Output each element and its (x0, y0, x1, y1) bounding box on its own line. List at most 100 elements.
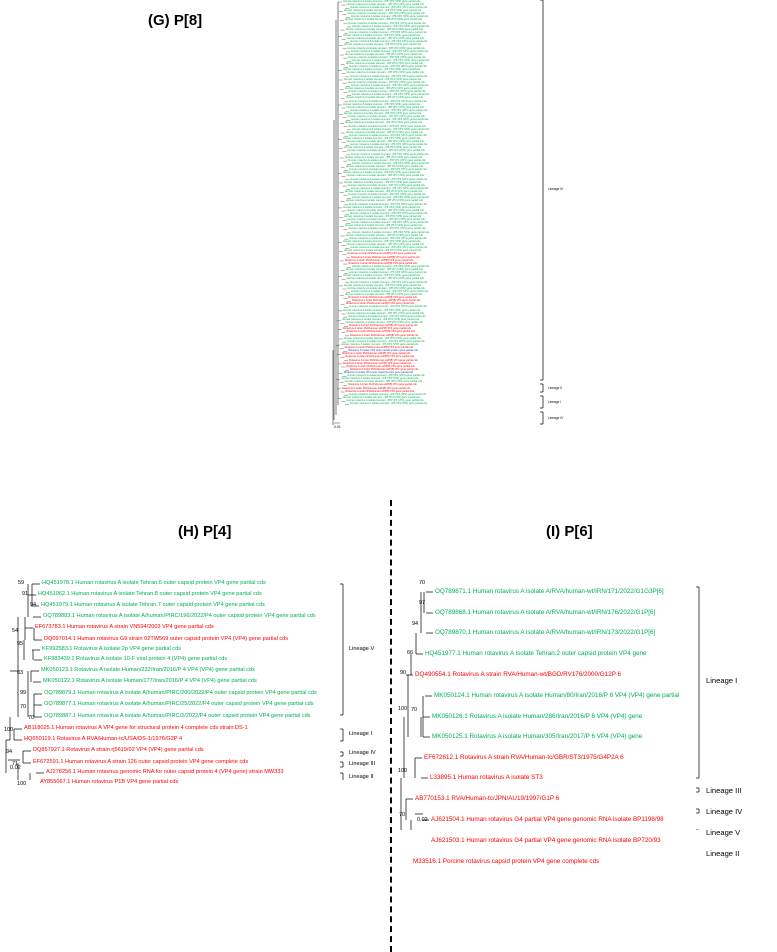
tip-label: Human rotavirus A isolate Human/.../P8 V… (342, 395, 421, 399)
tip-label: Rotavirus A isolate VP4 outer capsid pro… (348, 349, 418, 353)
tip-label: AJ621504.1 Human rotavirus G4 partial VP… (431, 815, 664, 823)
tip-label: AB770153.1 RVA/Human-tc/JPN/AU19/1997/G1… (415, 794, 560, 802)
tip-label: Human rotavirus A isolate Human/.../P8 V… (343, 68, 421, 72)
tip-label: Human rotavirus A isolate Human/.../P8 V… (344, 292, 423, 296)
bootstrap-value: 59 (18, 580, 25, 586)
lineage-label: Lineage I (706, 676, 738, 685)
tip-label: Human rotavirus A isolate Human/.../P8 V… (344, 18, 423, 22)
panel-g-tree: Human rotavirus A isolate Human/.../P8 V… (330, 0, 580, 430)
bootstrap-value: 100 (398, 768, 408, 774)
tip-label: Human rotavirus A isolate Human/.../P8 V… (344, 380, 422, 384)
tip-label: Human rotavirus A isolate Human/.../P8 V… (351, 152, 429, 156)
tip-label: Human rotavirus A isolate Human/.../P8 V… (345, 268, 423, 272)
tip-label: Human rotavirus A isolate Human/.../P8 V… (346, 105, 424, 109)
tip-label: Human rotavirus A isolate Human/.../P8 V… (347, 115, 425, 119)
tip-label: Human rotavirus A isolate Human/.../P8 V… (346, 140, 424, 144)
bootstrap-value: 83 (17, 670, 24, 676)
tip-label: Human rotavirus A isolate Human/.../P8 V… (344, 52, 423, 56)
tip-label: Human rotavirus A isolate Human/.../P8 V… (350, 402, 428, 406)
tip-label: Human rotavirus A isolate Human/.../P8 V… (351, 289, 429, 293)
tip-label: Human rotavirus A isolate Human/.../P8 V… (346, 243, 424, 247)
tip-label: Human rotavirus A isolate Human/.../P8 V… (350, 211, 428, 215)
tip-label: Human rotavirus A isolate Human/.../P8 V… (343, 214, 422, 218)
tip-label: M33516.1 Porcine rotavirus capsid protei… (413, 857, 600, 865)
tip-label: Human rotavirus A isolate Human/.../P8 V… (351, 15, 429, 19)
tip-label: Human rotavirus A isolate Human/.../P8 V… (343, 336, 421, 340)
lineage-label: Lineage II (706, 849, 740, 858)
tip-label: Human rotavirus A isolate Human/.../P8 V… (347, 339, 425, 343)
tip-label: Human rotavirus A isolate Human/.../P8 V… (348, 55, 426, 59)
panel-g-title: (G) P[8] (148, 12, 203, 29)
panel-divider (390, 500, 392, 952)
tip-label: Rotavirus A strain RVA/Human-wt/P[8] VP4… (350, 333, 419, 337)
tip-label: Human rotavirus A isolate Human/.../P8 V… (349, 392, 427, 396)
lineage-label: Lineage IV (349, 750, 376, 756)
tip-label: Human rotavirus A isolate Human/.../P8 V… (352, 24, 430, 28)
tip-label: Rotavirus A strain RVA/Human-wt/P[8] VP4… (346, 364, 415, 368)
tip-label: MK050126.1 Rotavirus A isolate Human/286… (432, 712, 643, 720)
panel-i-tree: OQ789871.1 Human rotavirus A isolate A/R… (393, 580, 777, 864)
tip-label: Human rotavirus A isolate Human/.../P8 V… (349, 236, 427, 240)
tip-label: Human rotavirus A isolate Human/.../P8 V… (350, 280, 428, 284)
tip-label: OQ789868.1 Human rotavirus A isolate A/R… (435, 608, 656, 616)
tip-label: Rotavirus A strain RVA/Human-wt/P[8] VP4… (352, 299, 421, 303)
tip-label: Human rotavirus A isolate Human/.../P8 V… (343, 34, 421, 38)
tip-label: HQ451977.1 Human rotavirus A isolate Teh… (425, 649, 647, 657)
tip-label: Human rotavirus A isolate Human/.../P8 V… (348, 90, 426, 94)
tip-label: L33895.1 Human rotavirus A isolate ST3 (430, 773, 543, 781)
tip-label: Rotavirus A strain RVA/Human-wt/P[8] VP4… (348, 261, 417, 265)
tip-label: Human rotavirus A isolate Human/.../P8 V… (345, 27, 423, 31)
tip-label: Human rotavirus A isolate Human/.../P8 V… (350, 143, 428, 147)
tip-label: Human rotavirus A isolate Human/.../P8 V… (348, 193, 426, 197)
tip-label: KF992583.1 Rotavirus A isolate 2p VP4 ge… (42, 646, 181, 652)
tip-label: Rotavirus A strain RVA/Human-wt/P[8] VP4… (348, 383, 417, 387)
tip-label: Human rotavirus A isolate Human/.../P8 V… (352, 196, 430, 200)
tip-label: Rotavirus A strain RVA/Human-wt/P[8] VP4… (349, 358, 418, 362)
bootstrap-value: 70 (20, 704, 27, 710)
bootstrap-value: 70 (399, 812, 406, 818)
lineage-label: Lineage II (548, 386, 563, 390)
panel-i-branches (400, 586, 700, 830)
tip-label: Human rotavirus A isolate Human/.../P8 V… (343, 274, 421, 278)
tip-label: OQ789877.1 Human rotavirus A isolate A/h… (44, 701, 314, 707)
bootstrap-value: 100 (398, 706, 408, 712)
tip-label: Human rotavirus A isolate Human/.../P8 V… (344, 190, 423, 194)
tip-label: Human rotavirus A isolate Human/.../P8 V… (343, 77, 422, 81)
tip-label: Human rotavirus A isolate Human/.../P8 V… (347, 286, 425, 290)
tip-label: OQ789879.1 Human rotavirus A isolate A/h… (44, 690, 317, 696)
bootstrap-value: 70 (28, 715, 35, 721)
tip-label: Human rotavirus A isolate Human/.../P8 V… (351, 118, 429, 122)
tip-label: Rotavirus A strain RVA/Human-wt/P[8] VP4… (348, 296, 417, 300)
tip-label: Human rotavirus A isolate Human/.../P8 V… (343, 239, 421, 243)
tip-label: Human rotavirus A isolate Human/.../P8 V… (343, 283, 422, 287)
tip-label: Human rotavirus A isolate Human/.../P8 V… (345, 233, 423, 237)
tip-label: Rotavirus A isolate VP4 outer capsid pro… (343, 370, 414, 374)
tip-label: AJ621503.1 Human rotavirus G4 partial VP… (431, 836, 661, 844)
panel-h-title: (H) P[4] (178, 523, 232, 540)
tip-label: Human rotavirus A isolate Human/.../P8 V… (343, 180, 422, 184)
tip-label: MK050122.1 Rotavirus A isolate Human/177… (43, 678, 257, 684)
lineage-label: Lineage V (349, 646, 375, 652)
bootstrap-value: 100 (4, 727, 14, 733)
panel-g-scale-label: 0.01 (334, 425, 341, 429)
tip-label: Human rotavirus A isolate Human/.../P8 V… (343, 205, 421, 209)
tip-label: Human rotavirus A isolate Human/.../P8 V… (343, 249, 422, 253)
tip-label: Human rotavirus A isolate Human/.../P8 V… (347, 80, 425, 84)
panel-i-title: (I) P[6] (546, 523, 593, 540)
tip-label: Human rotavirus A isolate Human/.../P8 V… (346, 174, 424, 178)
tip-label: Human rotavirus A isolate Human/.../P8 V… (349, 65, 427, 69)
bootstrap-value: 95 (17, 641, 24, 647)
bootstrap-value: 66 (407, 650, 414, 656)
tip-label: OQ789883.1 Human rotavirus A isolate A/h… (43, 613, 316, 619)
lineage-label: Lineage IV (706, 807, 743, 816)
panel-i-scale-label: 0.02 (417, 817, 428, 823)
tip-label: Human rotavirus A isolate Human/.../P8 V… (343, 9, 422, 13)
bootstrap-value: 71 (12, 761, 19, 767)
panel-h-tree: HQ451978.1 Human rotavirus A isolate Teh… (0, 580, 388, 786)
tip-label: Human rotavirus A isolate Human/.../P8 V… (343, 136, 421, 140)
tip-label: Rotavirus A strain RVA/Human-wt/P[8] VP4… (345, 355, 415, 359)
tip-label: Human rotavirus A isolate Human/.../P8 V… (341, 317, 420, 321)
lineage-label: Lineage III (548, 187, 563, 191)
tip-label: Human rotavirus A isolate Human/.../P8 V… (341, 377, 419, 381)
lineage-label: Lineage III (349, 761, 376, 767)
